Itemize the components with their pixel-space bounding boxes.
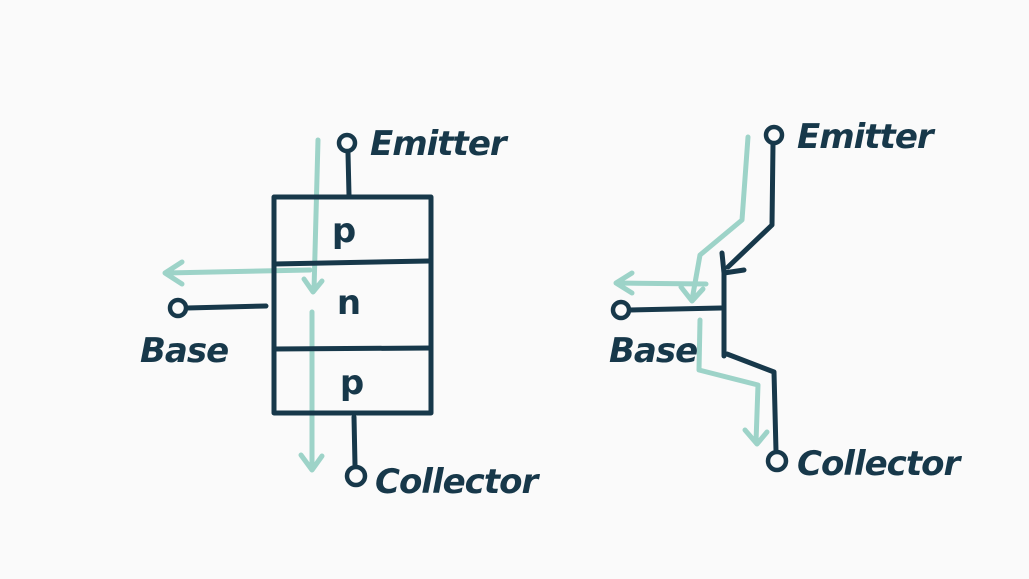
collector-terminal [344, 464, 368, 488]
symbol-base-current-arrow [613, 270, 709, 296]
symbol-collector-lead [724, 351, 779, 454]
symbol-base-label: Base [609, 331, 697, 371]
base-terminal [167, 297, 189, 319]
emitter-label: Emitter [370, 124, 509, 164]
region-label-top: p [332, 211, 356, 251]
junction-line-upper [271, 258, 432, 267]
emitter-terminal [336, 132, 358, 154]
emitter-lead [345, 150, 352, 198]
collector-label: Collector [375, 462, 540, 502]
semiconductor-block [271, 194, 434, 416]
symbol-base-terminal [610, 299, 632, 321]
symbol-emitter-terminal [763, 124, 785, 146]
schematic-symbol-diagram: Base Emitter Collector [609, 117, 963, 484]
region-label-bottom: p [340, 363, 364, 403]
collector-current-arrow [298, 309, 325, 473]
symbol-collector-current-arrow [696, 317, 770, 447]
base-current-arrow [162, 259, 313, 287]
symbol-emitter-arrowhead [719, 250, 747, 276]
symbol-base-lead [626, 305, 724, 313]
junction-line-lower [271, 345, 434, 352]
symbol-collector-label: Collector [797, 444, 962, 484]
symbol-collector-terminal [765, 449, 789, 473]
base-label: Base [140, 331, 228, 371]
layer-structure-diagram: p n p Emitter Base Collector [140, 124, 541, 502]
symbol-emitter-label: Emitter [797, 117, 936, 157]
symbol-emitter-current-arrow [678, 134, 751, 304]
collector-lead [351, 414, 358, 468]
region-label-middle: n [337, 283, 361, 323]
symbol-emitter-lead [725, 141, 776, 270]
base-lead [184, 303, 269, 311]
